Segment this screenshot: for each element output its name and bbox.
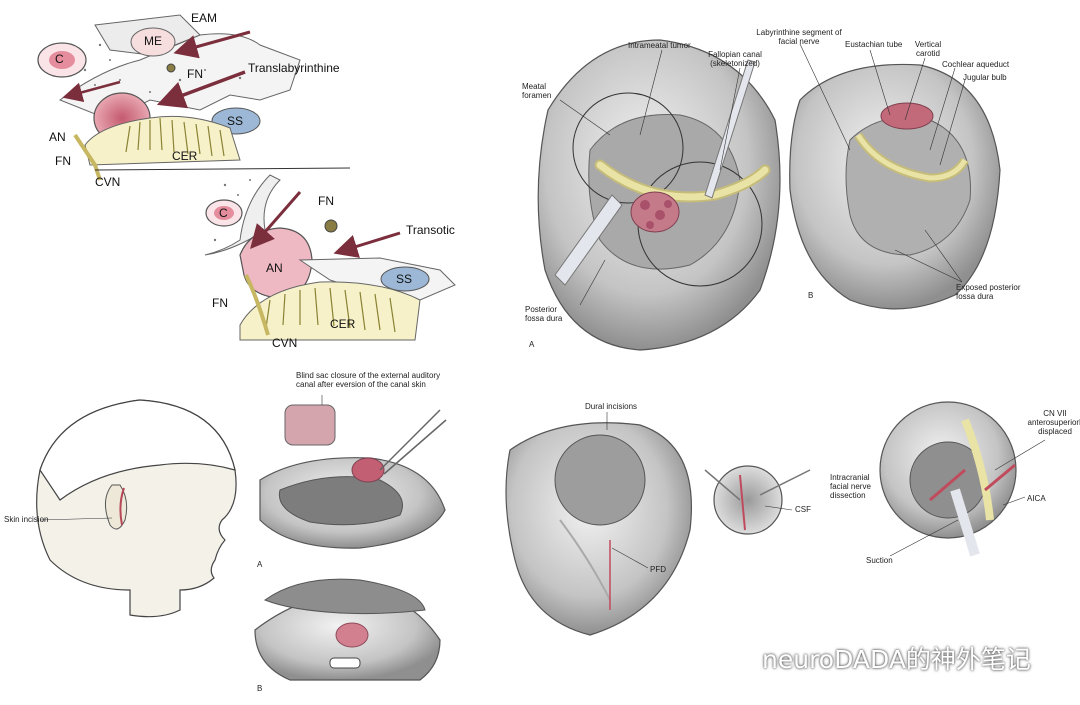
label-fn-1: FN: [187, 67, 203, 81]
label-intrameatal-tumor: Intrameatal tumor: [628, 41, 691, 50]
surgical-view-b: [789, 63, 1001, 310]
label-cvn-2: CVN: [272, 336, 298, 350]
label-posterior-fossa-dura: Posterior fossa dura: [525, 305, 563, 323]
translabyrinthine-diagram: [37, 14, 351, 181]
dural-incision-view: [505, 412, 692, 636]
label-an-2: AN: [266, 261, 283, 275]
facial-nerve-dissection-view: [879, 401, 1046, 557]
label-panel-b-bottom: B: [257, 684, 263, 693]
label-translabyrinthine: Translabyrinthine: [248, 61, 340, 75]
label-jugular-bulb: Jugular bulb: [963, 73, 1007, 82]
label-suction: Suction: [866, 556, 893, 565]
label-aica: AICA: [1027, 494, 1046, 503]
label-cn7-displaced: CN VII anterosuperiorly displaced: [1027, 409, 1080, 436]
label-fn-2: FN: [55, 154, 71, 168]
wechat-icon: [719, 644, 755, 672]
label-fn-4: FN: [212, 296, 228, 310]
label-dural-incisions: Dural incisions: [585, 402, 638, 411]
label-cer-1: CER: [172, 149, 198, 163]
leader-lines-top: [559, 43, 966, 306]
watermark: neuroDADA的神外笔记: [718, 640, 1031, 676]
label-meatal-foramen: Meatal foramen: [522, 82, 552, 100]
label-ss-2: SS: [396, 272, 413, 286]
label-fallopian-canal: Fallopian canal (skeletonized): [708, 50, 762, 68]
label-csf: CSF: [795, 505, 811, 514]
label-eustachian-tube: Eustachian tube: [845, 40, 903, 49]
csf-inset: [704, 465, 811, 535]
label-ss-1: SS: [227, 114, 244, 128]
label-blind-sac-closure: Blind sac closure of the external audito…: [296, 371, 441, 389]
head-illustration: [36, 399, 237, 618]
label-panel-a-bottom: A: [257, 560, 263, 569]
label-skin-incision: Skin incision: [4, 515, 49, 524]
label-pfd: PFD: [650, 565, 666, 574]
label-fn-3: FN: [318, 194, 334, 208]
label-panel-a-top: A: [529, 340, 535, 349]
surgical-view-a: [537, 39, 781, 351]
label-carotid-2: C: [219, 206, 228, 220]
label-panel-b-top: B: [808, 291, 814, 300]
label-cochlear-aqueduct: Cochlear aqueduct: [942, 60, 1010, 69]
label-an-1: AN: [49, 130, 66, 144]
label-vertical-carotid: Vertical carotid: [914, 40, 942, 58]
watermark-text: neuroDADA的神外笔记: [762, 645, 1031, 674]
canal-closure-view-a: [259, 395, 447, 549]
label-cvn-1: CVN: [95, 175, 121, 189]
label-me: ME: [144, 34, 162, 48]
label-labyrinthine-segment: Labyrinthine segment of facial nerve: [756, 28, 842, 46]
transotic-diagram: [204, 174, 456, 341]
label-cer-2: CER: [330, 317, 356, 331]
label-intracranial-dissection: Intracranial facial nerve dissection: [830, 473, 871, 500]
canal-closure-view-b: [254, 578, 441, 681]
label-eam: EAM: [191, 11, 218, 25]
label-carotid-1: C: [55, 52, 64, 66]
label-exposed-posterior-dura: Exposed posterior fossa dura: [956, 283, 1021, 301]
label-transotic: Transotic: [406, 223, 455, 237]
